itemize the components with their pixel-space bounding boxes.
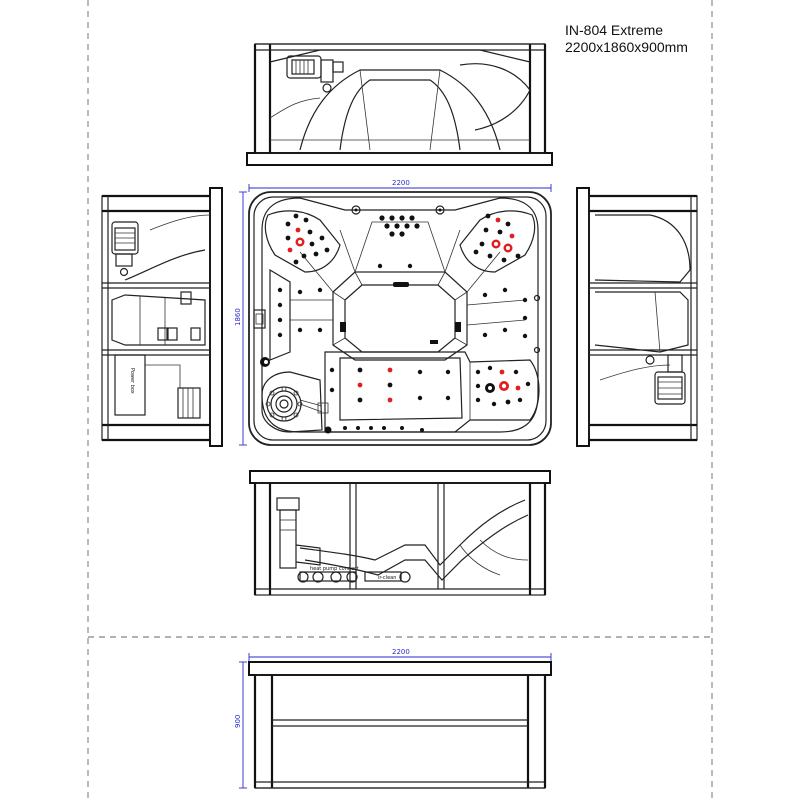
power-box: Power box xyxy=(114,354,201,419)
power-box-label: Power box xyxy=(129,368,135,394)
filter-drum xyxy=(261,371,329,433)
top-depth-label: 1860 xyxy=(234,308,242,326)
sheet-border xyxy=(87,0,713,800)
top-depth-dimension: 1860 xyxy=(234,191,247,446)
jet-cluster-left-corner xyxy=(285,213,330,265)
front-elevation-view: 2200 900 xyxy=(234,648,552,789)
filter-housing-front xyxy=(276,497,321,569)
back-side-view xyxy=(246,43,553,166)
top-plan-view: 2200 1860 xyxy=(234,179,552,446)
pump-motor-back xyxy=(286,55,344,93)
jet-row-right-wall xyxy=(482,287,528,339)
jet-row-left-wall xyxy=(277,287,323,338)
left-side-view: Power box xyxy=(101,187,223,447)
pump-motor-left xyxy=(111,221,139,277)
front-width-label: 2200 xyxy=(392,648,410,656)
front-height-label: 900 xyxy=(234,715,242,728)
top-width-dimension: 2200 xyxy=(248,179,552,192)
model-name: IN-804 Extreme xyxy=(565,22,664,38)
top-width-label: 2200 xyxy=(392,179,410,187)
jet-cluster-right-corner xyxy=(473,213,521,263)
model-dimensions: 2200x1860x900mm xyxy=(565,39,688,55)
plumbing-fittings: heat pump connect ir-clean xyxy=(297,566,411,583)
jet-row-front-wall xyxy=(324,426,424,434)
right-side-view xyxy=(576,187,698,447)
pump-motor-right xyxy=(645,354,686,405)
front-width-dimension: 2200 xyxy=(248,648,552,661)
front-height-dimension: 900 xyxy=(234,661,247,789)
title-block: IN-804 Extreme 2200x1860x900mm xyxy=(565,22,688,56)
jet-cluster-lounger xyxy=(329,365,531,407)
front-side-view: heat pump connect ir-clean xyxy=(249,470,551,596)
ir-clean-label: ir-clean xyxy=(378,575,396,581)
heat-pump-label: heat pump connect xyxy=(310,566,359,572)
jet-cluster-back-center xyxy=(351,205,445,269)
